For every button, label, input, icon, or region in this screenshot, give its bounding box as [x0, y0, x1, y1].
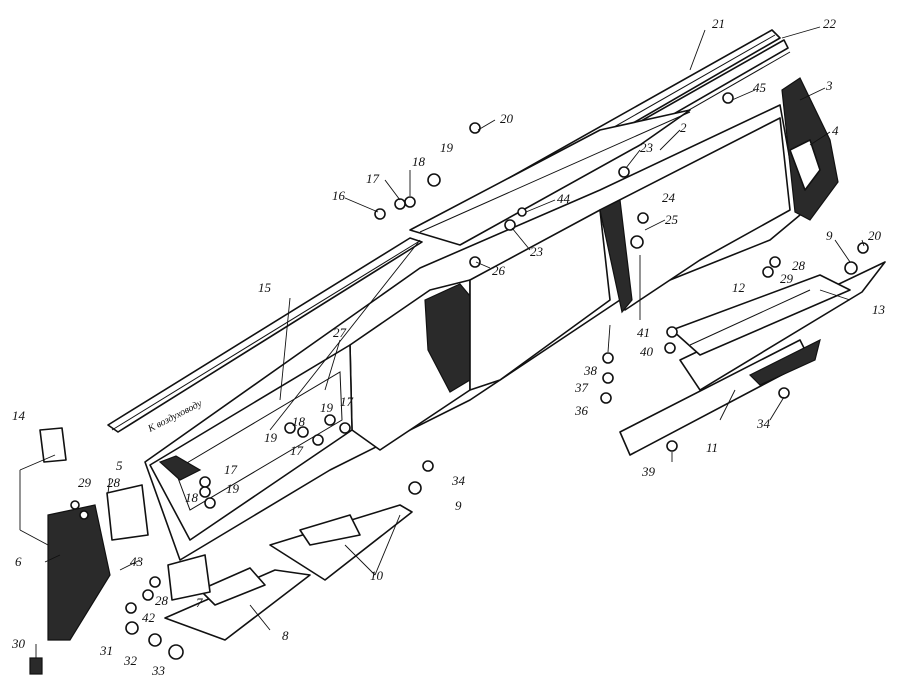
callout-13: 13 [872, 302, 886, 317]
callout-6: 6 [15, 554, 22, 569]
callout-25: 25 [665, 212, 679, 227]
callout-19b: 19 [320, 400, 334, 415]
callout-17d: 17 [224, 462, 238, 477]
callout-19: 19 [440, 140, 454, 155]
callout-23: 23 [640, 140, 654, 155]
callout-34: 34 [756, 416, 771, 431]
callout-34b: 34 [451, 473, 466, 488]
callout-37: 37 [574, 380, 589, 395]
callout-39: 39 [641, 464, 656, 479]
callout-32: 32 [123, 653, 138, 668]
callout-19d: 19 [226, 481, 240, 496]
callout-31: 31 [99, 643, 113, 658]
trim-strip-15 [107, 237, 423, 433]
callout-28: 28 [792, 258, 806, 273]
callout-5: 5 [116, 458, 123, 473]
callout-26: 26 [492, 263, 506, 278]
callout-12: 12 [732, 280, 746, 295]
callout-17: 17 [366, 171, 380, 186]
callout-11: 11 [706, 440, 718, 455]
callout-43: 43 [130, 554, 144, 569]
callout-15: 15 [258, 280, 272, 295]
lower-cover-8 [164, 567, 311, 641]
callout-14: 14 [12, 408, 26, 423]
callout-10: 10 [370, 568, 384, 583]
callout-3: 3 [825, 78, 833, 93]
callout-44: 44 [557, 191, 571, 206]
callout-41: 41 [637, 325, 650, 340]
left-side-parts [29, 427, 211, 675]
end-panel-3-4 [781, 77, 839, 221]
callout-4: 4 [832, 123, 839, 138]
callout-29: 29 [780, 271, 794, 286]
callout-33: 33 [151, 663, 166, 678]
callout-18c: 18 [185, 490, 199, 505]
callout-20: 20 [500, 111, 514, 126]
callout-21: 21 [712, 16, 725, 31]
callout-2: 2 [680, 120, 687, 135]
callout-labels: 21 22 45 3 4 2 20 19 18 17 16 23 44 23 2… [11, 16, 886, 678]
parcel-shelf-11-12-13 [619, 261, 886, 456]
callout-27: 27 [333, 325, 347, 340]
callout-29b: 29 [78, 475, 92, 490]
callout-7: 7 [196, 595, 203, 610]
callout-18: 18 [412, 154, 426, 169]
callout-22: 22 [823, 16, 837, 31]
callout-38: 38 [583, 363, 598, 378]
callout-9: 9 [826, 228, 833, 243]
callout-17c: 17 [290, 443, 304, 458]
callout-23b: 23 [530, 244, 544, 259]
callout-8: 8 [282, 628, 289, 643]
callout-20b: 20 [868, 228, 882, 243]
callout-30: 30 [11, 636, 26, 651]
callout-28b: 28 [107, 475, 121, 490]
callout-40: 40 [640, 344, 654, 359]
leader-lines [19, 26, 865, 658]
lower-cover-10 [269, 504, 413, 581]
callout-9b: 9 [455, 498, 462, 513]
callout-17b: 17 [340, 394, 354, 409]
callout-45: 45 [753, 80, 767, 95]
callout-16: 16 [332, 188, 346, 203]
callout-36: 36 [574, 403, 589, 418]
callout-28c: 28 [155, 593, 169, 608]
defroster-channel [409, 109, 691, 246]
callout-18b: 18 [292, 414, 306, 429]
callout-19c: 19 [264, 430, 278, 445]
callout-42: 42 [142, 610, 156, 625]
callout-24: 24 [662, 190, 676, 205]
